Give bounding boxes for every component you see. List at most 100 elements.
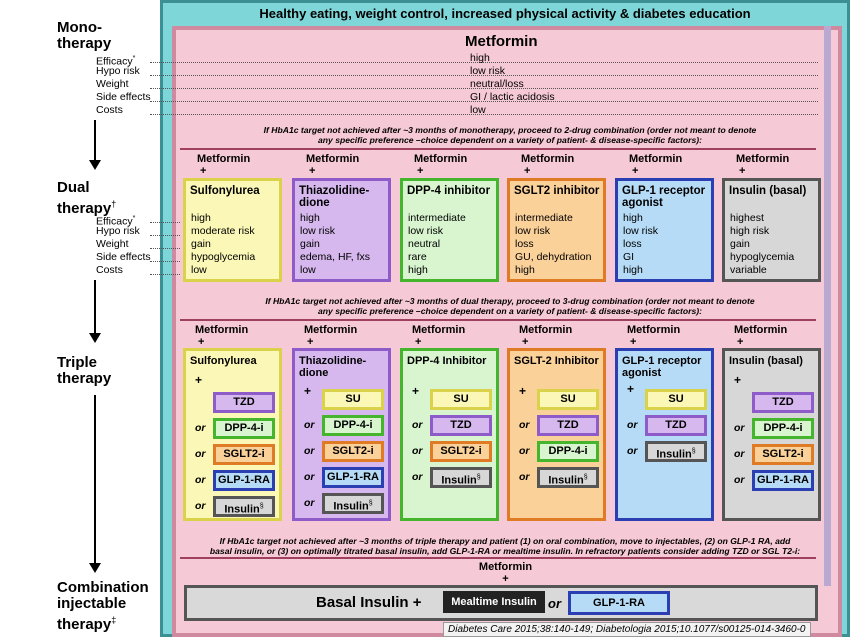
- dual-option-box: Sulfonylurea: [183, 178, 282, 282]
- dual-option-box: GLP-1 receptor agonist: [615, 178, 714, 282]
- arrow-head-icon: [89, 160, 101, 170]
- plus-sign: +: [522, 336, 529, 348]
- dual-side-value: rare: [408, 251, 427, 263]
- plus-sign: +: [739, 165, 746, 177]
- leader-line: [150, 62, 818, 63]
- triple-su-chip: SU: [537, 389, 599, 410]
- dual-option-name: GLP-1 receptor agonist: [622, 185, 706, 209]
- dual-option-box: DPP-4 inhibitor: [400, 178, 499, 282]
- plus-sign: +: [307, 336, 314, 348]
- leader-line: [150, 248, 180, 249]
- triple-tzd-chip: TZD: [645, 415, 707, 436]
- triple-insulin-chip: Insulin§: [213, 496, 275, 517]
- triple-dpp-4-i-chip: DPP-4-i: [537, 441, 599, 462]
- mono-efficacy-value: high: [470, 52, 490, 64]
- or-label: or: [304, 471, 315, 483]
- dual-side-value: edema, HF, fxs: [300, 251, 371, 263]
- triple-metformin-plus: Metformin+: [627, 324, 680, 348]
- metformin-label: Metformin: [519, 324, 573, 336]
- or-label: or: [304, 419, 315, 431]
- or-label: or: [627, 445, 638, 457]
- plus-sign: +: [524, 165, 531, 177]
- plus-sign: +: [195, 373, 203, 387]
- arrow-head-icon: [89, 333, 101, 343]
- or-label: or: [412, 471, 423, 483]
- triple-tzd-chip: TZD: [430, 415, 492, 436]
- dual-metformin-plus: Metformin+: [197, 153, 250, 177]
- frame-side-bar: [824, 26, 831, 586]
- metformin-label: Metformin: [197, 153, 251, 165]
- chip-label: TZD: [665, 419, 687, 431]
- dual-side-value: hypoglycemia: [730, 251, 795, 263]
- or-label: or: [195, 474, 206, 486]
- or-label: or: [734, 448, 745, 460]
- dual-metformin-plus: Metformin+: [629, 153, 682, 177]
- or-label: or: [195, 500, 206, 512]
- chip-label: TZD: [557, 419, 579, 431]
- row-label-weight: Weight: [96, 78, 129, 91]
- metformin-label: Metformin: [734, 324, 788, 336]
- leader-line: [150, 222, 180, 223]
- mealtime-insulin-chip: Mealtime Insulin: [443, 591, 545, 613]
- or-label: or: [304, 445, 315, 457]
- or-label: or: [548, 596, 561, 611]
- row-label-text: Weight: [96, 238, 129, 250]
- insulin-footnote-mark: §: [259, 503, 264, 510]
- arrow-dual-to-triple: [94, 280, 96, 335]
- or-label: or: [304, 497, 315, 509]
- chip-label: GLP-1-RA: [218, 474, 270, 486]
- triple-glp-1-ra-chip: GLP-1-RA: [213, 470, 275, 491]
- dual-metformin-plus: Metformin+: [414, 153, 467, 177]
- triple-glp-1-ra-chip: GLP-1-RA: [752, 470, 814, 491]
- row-label-side: Side effects: [96, 251, 151, 264]
- metformin-label: Metformin: [195, 324, 249, 336]
- dual-efficacy-value: highest: [730, 212, 764, 224]
- dual-hypo-value: moderate risk: [191, 225, 255, 237]
- dual-side-value: GI: [623, 251, 635, 263]
- metformin-label: Metformin: [627, 324, 681, 336]
- plus-sign: +: [200, 165, 207, 177]
- or-label: or: [519, 445, 530, 457]
- or-label: or: [412, 445, 423, 457]
- or-label: or: [195, 448, 206, 460]
- row-label-hypo: Hypo risk: [96, 225, 140, 238]
- row-label-efficacy: Efficacy*: [96, 52, 135, 69]
- triple-dpp-4-i-chip: DPP-4-i: [213, 418, 275, 439]
- plus-sign: +: [632, 165, 639, 177]
- mono-costs-value: low: [470, 104, 486, 116]
- row-label-efficacy: Efficacy*: [96, 212, 135, 229]
- row-label-text: Efficacy: [96, 215, 133, 228]
- triple-su-chip: SU: [430, 389, 492, 410]
- chip-label: TZD: [233, 396, 255, 408]
- dual-option-name: Thiazolidine-dione: [299, 185, 370, 209]
- leader-line: [150, 261, 180, 262]
- efficacy-footnote-mark: *: [132, 215, 136, 222]
- triple-metformin-plus: Metformin+: [412, 324, 465, 348]
- triple-metformin-plus: Metformin+: [734, 324, 787, 348]
- dual-option-name: Insulin (basal): [729, 185, 807, 197]
- plus-sign: +: [417, 165, 424, 177]
- basal-insulin-label: Basal Insulin +: [316, 594, 422, 611]
- plus-sign: +: [630, 336, 637, 348]
- chip-label: DPP-4-i: [333, 419, 373, 431]
- dual-option-name: SGLT2 inhibitor: [514, 185, 600, 197]
- triple-dpp-4-i-chip: DPP-4-i: [752, 418, 814, 439]
- chip-label: SU: [453, 393, 469, 405]
- plus-sign: +: [734, 373, 742, 387]
- leader-line: [150, 75, 818, 76]
- triple-sglt2-i-chip: SGLT2-i: [752, 444, 814, 465]
- or-label: or: [519, 419, 530, 431]
- plus-sign: +: [627, 382, 635, 396]
- dual-metformin-plus: Metformin+: [306, 153, 359, 177]
- dual-costs-value: high: [515, 264, 535, 276]
- mono-drug-name: Metformin: [465, 33, 538, 50]
- chip-label: TZD: [772, 396, 794, 408]
- dual-efficacy-value: high: [623, 212, 643, 224]
- metformin-label: Metformin: [521, 153, 575, 165]
- triple-sglt2-i-chip: SGLT2-i: [322, 441, 384, 462]
- row-label-side: Side effects: [96, 91, 151, 104]
- separator: [180, 148, 816, 150]
- triple-metformin-plus: Metformin+: [519, 324, 572, 348]
- chip-label: Insulin: [548, 474, 584, 487]
